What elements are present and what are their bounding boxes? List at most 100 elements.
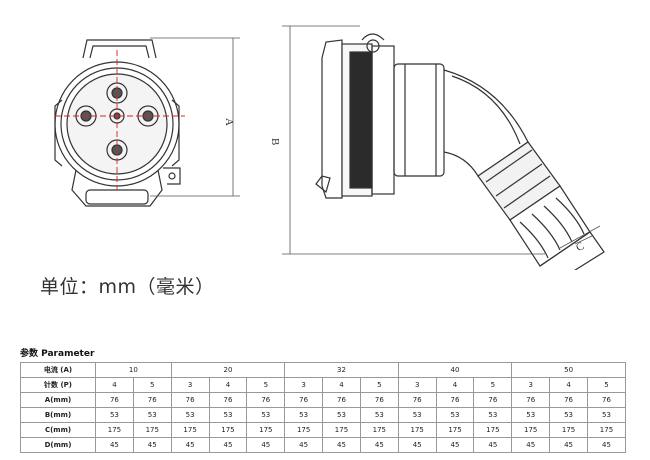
table-cell: 175 (397, 422, 437, 438)
table-cell: 76 (473, 392, 513, 408)
table-cell: 45 (95, 437, 134, 453)
current-value: 50 (511, 362, 626, 378)
side-view (315, 33, 605, 270)
table-cell: 53 (397, 407, 437, 423)
table-cell: 76 (397, 392, 437, 408)
table-cell: 175 (170, 422, 210, 438)
unit-note: 单位：mm（毫米） (40, 276, 215, 298)
table-cell: 76 (511, 392, 551, 408)
table-cell: 53 (132, 407, 172, 423)
dimension-a-label: A (223, 118, 235, 126)
table-cell: 45 (322, 437, 361, 453)
table-cell: 175 (511, 422, 551, 438)
table-cell: 76 (284, 392, 324, 408)
table-cell: 45 (435, 437, 475, 453)
current-label: 电流 (A) (20, 362, 96, 378)
table-cell: 175 (322, 422, 361, 438)
table-cell: 53 (586, 407, 627, 423)
table-cell: 5 (132, 377, 172, 393)
table-cell: 76 (132, 392, 172, 408)
table-cell: 45 (246, 437, 286, 453)
current-row: 电流 (A) 10 20 32 40 50 (20, 362, 626, 378)
table-cell: 53 (246, 407, 286, 423)
table-cell: 45 (549, 437, 588, 453)
dimension-b-label: B (269, 138, 281, 145)
table-cell: 175 (95, 422, 134, 438)
table-cell: 76 (435, 392, 475, 408)
table-cell: 53 (208, 407, 248, 423)
row-label: B(mm) (20, 407, 96, 423)
table-cell: 45 (284, 437, 324, 453)
front-view (54, 39, 181, 207)
table-cell: 3 (284, 377, 324, 393)
table-cell: 5 (359, 377, 399, 393)
table-cell: 175 (284, 422, 324, 438)
table-cell: 53 (170, 407, 210, 423)
table-cell: 45 (511, 437, 551, 453)
table-cell: 45 (208, 437, 248, 453)
table-cell: 175 (435, 422, 475, 438)
row-label: C(mm) (20, 422, 96, 438)
table-cell: 175 (246, 422, 286, 438)
table-cell: 175 (359, 422, 399, 438)
dimension-b (282, 25, 545, 255)
center-lines (55, 50, 185, 190)
table-cell: 45 (586, 437, 627, 453)
table-cell: 175 (132, 422, 172, 438)
table-cell: 175 (549, 422, 588, 438)
table-cell: 45 (473, 437, 513, 453)
dimension-c (559, 225, 601, 249)
table-cell: 53 (284, 407, 324, 423)
current-value: 10 (95, 362, 172, 378)
table-cell: 76 (246, 392, 286, 408)
table-cell: 53 (549, 407, 588, 423)
table-cell: 76 (359, 392, 399, 408)
parameter-heading: 参数 Parameter (20, 349, 95, 359)
dimension-a (150, 37, 240, 197)
table-cell: 53 (359, 407, 399, 423)
table-cell: 76 (586, 392, 627, 408)
table-cell: 53 (473, 407, 513, 423)
table-cell: 4 (549, 377, 588, 393)
table-cell: 76 (208, 392, 248, 408)
row-label: 针数 (P) (20, 377, 96, 393)
current-value: 32 (284, 362, 399, 378)
current-value: 40 (397, 362, 513, 378)
table-cell: 53 (322, 407, 361, 423)
table-cell: 4 (322, 377, 361, 393)
table-cell: 4 (208, 377, 248, 393)
table-cell: 4 (435, 377, 475, 393)
table-cell: 3 (170, 377, 210, 393)
table-cell: 53 (435, 407, 475, 423)
table-cell: 5 (586, 377, 627, 393)
table-cell: 4 (95, 377, 134, 393)
row-label: D(mm) (20, 437, 96, 453)
table-cell: 175 (586, 422, 627, 438)
table-cell: 53 (95, 407, 134, 423)
table-cell: 45 (132, 437, 172, 453)
dimension-c-label: C (574, 240, 586, 254)
table-cell: 53 (511, 407, 551, 423)
row-label: A(mm) (20, 392, 96, 408)
table-cell: 175 (208, 422, 248, 438)
table-cell: 76 (549, 392, 588, 408)
current-value: 20 (170, 362, 286, 378)
table-cell: 76 (170, 392, 210, 408)
table-cell: 45 (170, 437, 210, 453)
table-cell: 45 (397, 437, 437, 453)
table-cell: 3 (511, 377, 551, 393)
table-cell: 5 (246, 377, 286, 393)
technical-drawing: A B C (54, 25, 605, 270)
table-cell: 45 (359, 437, 399, 453)
table-cell: 3 (397, 377, 437, 393)
table-cell: 76 (322, 392, 361, 408)
table-cell: 175 (473, 422, 513, 438)
table-cell: 76 (95, 392, 134, 408)
